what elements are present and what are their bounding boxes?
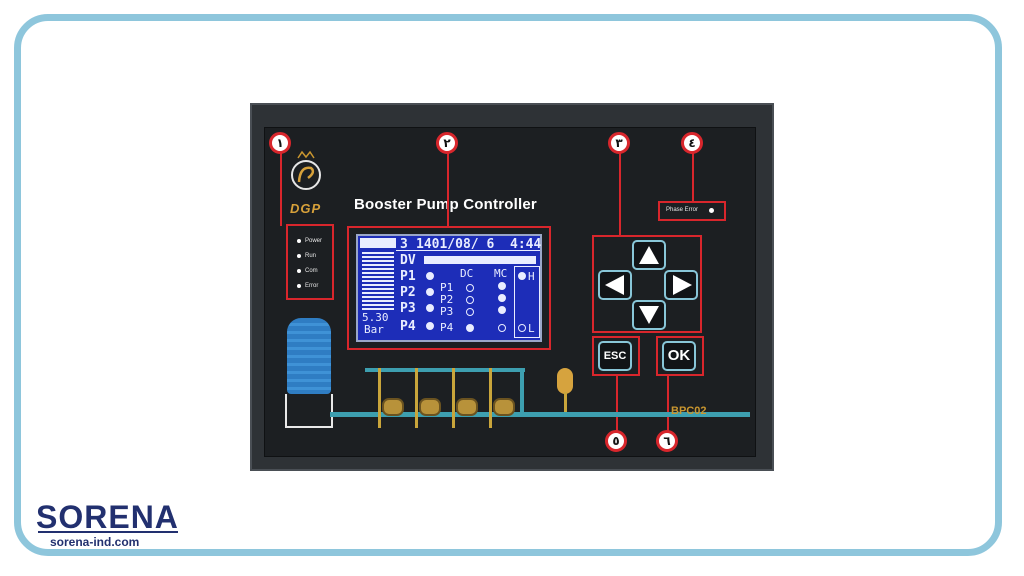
callout-badge-2: ٢ [436,132,458,154]
pump-icon [493,398,515,416]
error-led: Error [297,283,318,289]
dc-status-icon [466,308,474,316]
lcd-pump-mid-2: P2 [440,293,454,306]
lcd-pump-mid-4: P4 [440,321,454,334]
callout-badge-1: ١ [269,132,291,154]
tank-stand-icon [285,394,333,428]
phase-error-led-icon [709,208,714,213]
pump-icon [419,398,441,416]
lcd-h-label: H [528,270,535,283]
callout-line-5 [616,374,618,434]
pressure-value: 5.30 [362,311,389,324]
pump-status-icon [426,304,434,312]
esc-button[interactable]: ESC [598,341,632,371]
dc-status-icon [466,296,474,304]
callout-line-2 [447,152,449,228]
branch-pipe [489,368,492,428]
dc-status-icon [466,284,474,292]
left-arrow-button[interactable] [598,270,632,300]
dv-progress-bar [424,256,536,264]
lcd-header-bar [360,238,396,248]
callout-line-6 [667,374,669,434]
arrow-down-icon [639,306,659,324]
lcd-pump-left-2: P2 [400,285,416,300]
branch-pipe [452,368,455,428]
ok-button[interactable]: OK [662,341,696,371]
low-level-icon [518,324,526,332]
brand-url[interactable]: sorena-ind.com [50,535,140,549]
led-dot-icon [297,254,301,258]
lcd-dv-label: DV [400,253,416,268]
branch-pipe [378,368,381,428]
lcd-divider [396,250,540,251]
lcd-pump-mid-1: P1 [440,281,454,294]
model-label: BPC02 [671,405,707,417]
logo-text: DGP [290,201,322,216]
phase-error-label: Phase Error [666,207,699,213]
water-tank-icon [287,318,331,394]
callout-badge-3: ٣ [608,132,630,154]
pump-icon [456,398,478,416]
branch-pipe [415,368,418,428]
lcd-group-box [347,226,551,350]
led-group-box [286,224,334,300]
callout-line-3 [619,152,621,236]
keypad-box [592,235,702,333]
phase-error-box [658,201,726,221]
arrow-right-icon [673,275,692,295]
main-pipe [330,412,750,417]
arrow-left-icon [605,275,624,295]
brand-underline [38,531,178,533]
power-led: Power [297,238,322,244]
level-switch-box [514,266,540,338]
device-title: Booster Pump Controller [354,196,537,213]
lcd-pump-left-4: P4 [400,319,416,334]
mc-status-icon [498,306,506,314]
high-level-icon [518,272,526,280]
down-arrow-button[interactable] [632,300,666,330]
level-gauge-icon [362,252,394,310]
vessel-pipe [564,392,567,412]
sorena-logo: SORENA [36,499,179,535]
up-arrow-button[interactable] [632,240,666,270]
lcd-pump-left-1: P1 [400,269,416,284]
lcd-l-label: L [528,322,535,335]
led-dot-icon [297,239,301,243]
header-pipe [365,368,525,372]
callout-badge-6: ٦ [656,430,678,452]
led-dot-icon [297,284,301,288]
pump-status-icon [426,288,434,296]
lcd-mc-label: MC [494,267,508,280]
lcd-header-num: 3 [400,237,408,252]
ok-box [656,336,704,376]
pressure-unit: Bar [364,323,384,336]
lcd-date: 1401/08/ 6 [416,237,495,252]
lcd-pump-left-3: P3 [400,301,416,316]
arrow-up-icon [639,246,659,264]
lcd-display: 3 1401/08/ 6 4:44 DV P1 P2 P3 P4 5.30 Ba… [356,234,542,342]
pump-status-icon [426,322,434,330]
lcd-dc-label: DC [460,267,474,280]
dc-status-icon [466,324,474,332]
right-arrow-button[interactable] [664,270,698,300]
callout-badge-5: ٥ [605,430,627,452]
callout-line-4 [692,152,694,202]
com-led: Com [297,268,318,274]
mc-status-icon [498,294,506,302]
lcd-time: 4:44 [510,237,542,252]
callout-badge-4: ٤ [681,132,703,154]
dgp-logo-icon [291,150,321,190]
mc-status-icon [498,282,506,290]
run-led: Run [297,253,316,259]
riser-pipe [520,368,524,414]
callout-line-1 [280,150,282,226]
pump-status-icon [426,272,434,280]
lcd-pump-mid-3: P3 [440,305,454,318]
mc-status-icon [498,324,506,332]
led-dot-icon [297,269,301,273]
pressure-vessel-icon [557,368,573,394]
pump-icon [382,398,404,416]
